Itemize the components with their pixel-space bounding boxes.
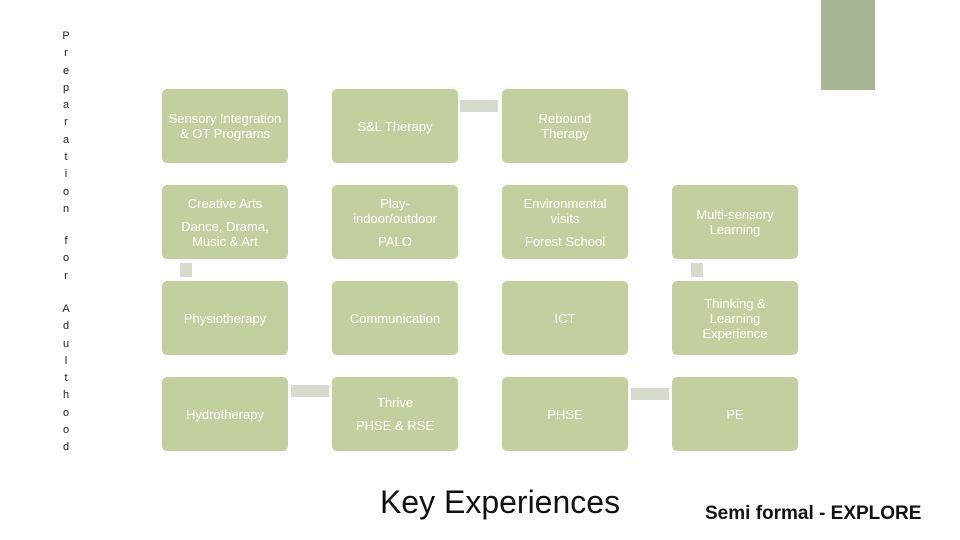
side-label-letter: t	[64, 151, 68, 164]
box-label-bottom: Dance, Drama, Music & Art	[181, 218, 269, 249]
box-multi-sensory-learning: Multi-sensory Learning	[672, 185, 798, 259]
connector-r1-c2-c3	[460, 100, 498, 112]
box-label-top: Thrive	[376, 395, 414, 410]
connector-r4-c3-c4	[631, 388, 669, 400]
side-label-letter: o	[62, 185, 70, 198]
box-sl-therapy: S&L Therapy	[332, 89, 458, 163]
side-label-letter: o	[62, 406, 70, 419]
side-label-letter: a	[62, 99, 70, 112]
box-label: Hydrotherapy	[185, 406, 265, 422]
side-label-letter: e	[62, 64, 70, 77]
side-label-letter: r	[64, 47, 68, 60]
title-key-experiences: Key Experiences	[379, 484, 621, 520]
box-pe: PE	[672, 377, 798, 451]
connector-r2c1-down	[180, 263, 192, 277]
side-label-letter: r	[64, 269, 68, 282]
box-label: ICT	[554, 310, 576, 326]
side-label-letter: o	[62, 252, 70, 265]
box-label: Sensory Integration & OT Programs	[168, 111, 282, 141]
side-label-letter: f	[64, 235, 68, 247]
side-label-letter: o	[62, 424, 70, 437]
box-label: Rebound Therapy	[538, 111, 592, 141]
side-label-letter: a	[62, 133, 70, 146]
side-label-letter: r	[64, 116, 68, 129]
connector-r4-c1-c2	[291, 385, 329, 397]
box-label-bottom: PALO	[378, 233, 412, 249]
box-label: PHSE	[547, 406, 583, 422]
side-label-letter: h	[62, 389, 70, 402]
box-creative-arts: Creative Arts Dance, Drama, Music & Art	[162, 185, 288, 259]
subtitle-semi-formal: Semi formal - EXPLORE	[705, 503, 922, 524]
box-play: Play- indoor/outdoor PALO	[332, 185, 458, 259]
side-label-letter: n	[62, 202, 70, 215]
box-label: S&L Therapy	[357, 118, 433, 134]
box-physiotherapy: Physiotherapy	[162, 281, 288, 355]
box-sensory-integration: Sensory Integration & OT Programs	[162, 89, 288, 163]
box-label-bottom: PHSE & RSE	[355, 418, 435, 433]
box-hydrotherapy: Hydrotherapy	[162, 377, 288, 451]
box-ict: ICT	[502, 281, 628, 355]
corner-accent-block	[821, 0, 875, 90]
side-label-letter: d	[62, 441, 70, 454]
box-thrive: Thrive PHSE & RSE	[332, 377, 458, 451]
box-rebound-therapy: Rebound Therapy	[502, 89, 628, 163]
side-label-letter: u	[62, 337, 70, 350]
box-label-top: Play- indoor/outdoor	[353, 195, 437, 226]
side-label-letter: d	[62, 320, 70, 333]
side-label-letter: P	[62, 30, 70, 42]
box-label-bottom: Forest School	[524, 233, 606, 249]
box-environmental-visits: Environmental visits Forest School	[502, 185, 628, 259]
box-label-top: Creative Arts	[187, 195, 263, 211]
side-label-letter: p	[62, 81, 70, 94]
side-label-letter: l	[64, 354, 68, 367]
connector-r2c4-down	[691, 263, 703, 277]
box-label: PE	[726, 406, 744, 422]
side-label-letter: t	[64, 372, 68, 385]
side-label-letter: A	[62, 303, 70, 315]
side-label-letter: i	[64, 168, 68, 181]
box-label: Thinking & Learning Experience	[702, 295, 768, 341]
box-label: Communication	[349, 310, 441, 326]
box-label: Multi-sensory Learning	[696, 207, 774, 237]
box-label: Physiotherapy	[183, 310, 267, 326]
box-thinking-learning: Thinking & Learning Experience	[672, 281, 798, 355]
box-phse: PHSE	[502, 377, 628, 451]
box-label-top: Environmental visits	[523, 195, 607, 226]
box-communication: Communication	[332, 281, 458, 355]
